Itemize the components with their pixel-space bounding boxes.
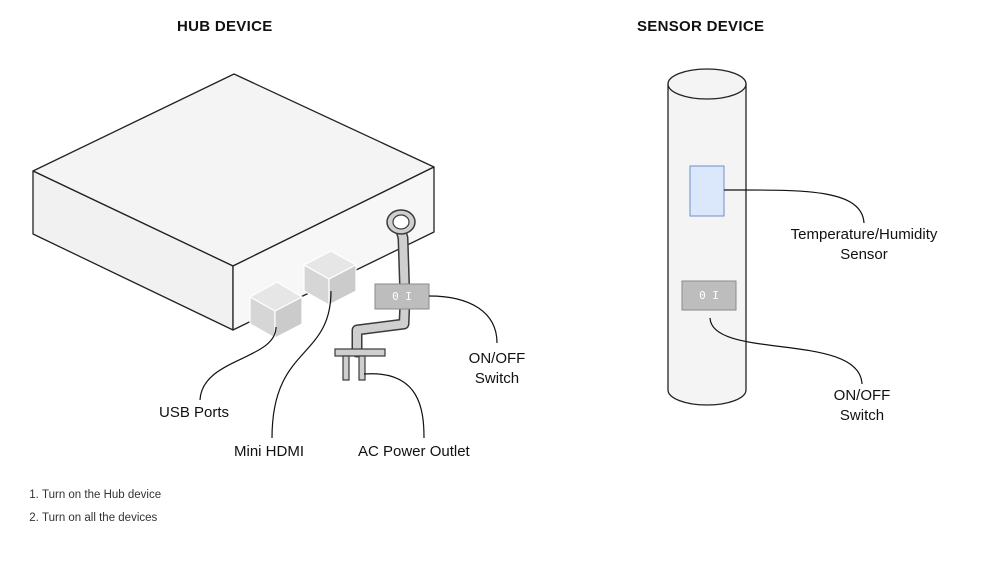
- hub-switch-label-line2: Switch: [475, 370, 519, 387]
- sensor-switch-text: 0 I: [699, 289, 719, 302]
- sensor-callout: [723, 189, 865, 224]
- hub-switch: 0 I: [374, 283, 430, 310]
- sensor-device-title: SENSOR DEVICE: [637, 18, 765, 35]
- hub-box: [32, 73, 435, 331]
- hub-switch-callout: [428, 295, 498, 344]
- mini-hdmi-port: [303, 250, 357, 306]
- usb-callout: [199, 326, 277, 401]
- sensor-switch-callout: [709, 317, 863, 385]
- sensor-callout-lines: [709, 189, 865, 385]
- hdmi-callout: [271, 290, 332, 439]
- ac-callout: [363, 373, 425, 439]
- steps-list: Turn on the Hub device Turn on all the d…: [28, 484, 161, 530]
- sensor-label-line1: Temperature/Humidity: [791, 226, 938, 243]
- step-item: Turn on the Hub device: [42, 484, 161, 507]
- hub-switch-text: 0 I: [392, 290, 412, 303]
- sensor-label-line2: Sensor: [840, 246, 888, 263]
- hub-switch-label-line1: ON/OFF: [469, 350, 526, 367]
- ac-plug: [334, 348, 386, 381]
- step-item: Turn on all the devices: [42, 507, 161, 530]
- hub-device-title: HUB DEVICE: [177, 18, 273, 35]
- sensor-switch-label-line1: ON/OFF: [834, 387, 891, 404]
- mini-hdmi-label: Mini HDMI: [234, 443, 304, 460]
- ac-power-outlet-label: AC Power Outlet: [358, 443, 471, 460]
- sensor-switch: 0 I: [681, 280, 737, 311]
- usb-ports-label: USB Ports: [159, 404, 229, 421]
- temperature-humidity-sensor: [689, 165, 725, 217]
- hub-callout-lines: [199, 290, 498, 439]
- sensor-cylinder: [667, 68, 747, 406]
- sensor-switch-label-line2: Switch: [840, 407, 884, 424]
- power-cable: [351, 209, 416, 358]
- usb-port: [249, 281, 303, 339]
